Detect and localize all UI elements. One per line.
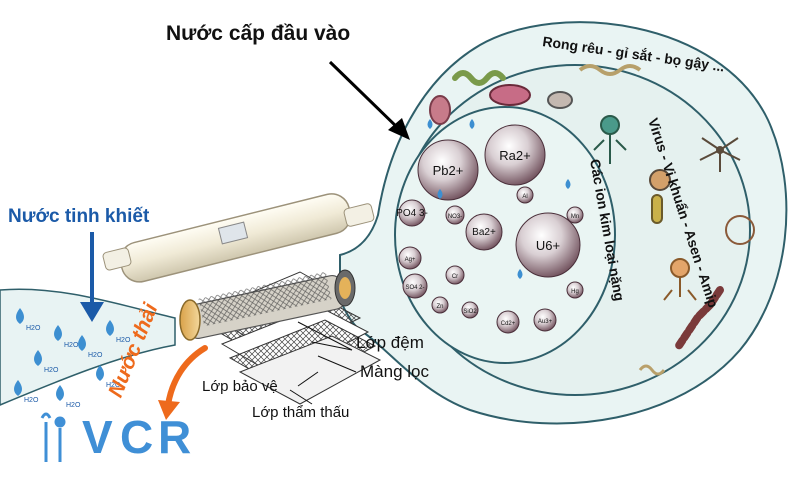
protect-leader	[297, 371, 319, 387]
ion-4: PO4 3-	[396, 199, 428, 227]
ion-13: Hg	[566, 281, 584, 299]
ion-3: Ba2+	[465, 213, 503, 251]
water-drop-icon: H2O	[78, 335, 103, 359]
ion-label: NO3-	[448, 214, 462, 220]
ion-circle	[484, 124, 546, 186]
ion-circle	[461, 301, 479, 319]
ion-circle	[398, 199, 426, 227]
ion-2: U6+	[515, 212, 581, 278]
ion-circle	[445, 205, 465, 225]
ion-label: Al	[522, 194, 527, 200]
buffer-leader	[297, 321, 353, 351]
ion-label: Zn	[436, 304, 443, 310]
membrane-leader	[317, 355, 357, 373]
water-drop-icon: H2O	[56, 385, 81, 409]
arrows	[80, 60, 410, 420]
ion-1: Ra2+	[484, 124, 546, 186]
logo-letter-v: V	[82, 411, 113, 463]
ion-circle	[566, 206, 584, 224]
ion-label: Au3+	[538, 319, 553, 325]
water-drop-label: H2O	[106, 382, 121, 389]
ion-label: Ra2+	[499, 148, 530, 163]
pure-water-stream	[0, 288, 176, 406]
water-drop-label: H2O	[66, 402, 81, 409]
pure-water-label: Nước tinh khiết	[8, 206, 150, 227]
ion-label: Cd2+	[501, 321, 516, 327]
ion-drop-icon	[565, 179, 571, 189]
ion-label: PO4 3-	[396, 208, 428, 219]
ion-circle	[417, 139, 479, 201]
ion-8: Au3+	[533, 308, 557, 332]
membrane-core-tube	[179, 269, 356, 341]
permeate-layer-label: Lớp thẩm thấu	[252, 404, 350, 421]
ion-label: SiO2	[463, 309, 477, 315]
ion-circle	[431, 296, 449, 314]
ion-6: Ag+	[398, 246, 422, 270]
pure-arrowhead	[80, 302, 104, 322]
water-drop-icon: H2O	[106, 320, 131, 344]
ion-11: SiO2	[461, 301, 479, 319]
water-drop-icon: H2O	[54, 325, 79, 349]
ion-label: Hg	[571, 289, 579, 295]
protect-layer-label: Lớp bảo vệ	[202, 378, 278, 395]
ion-14: Zn	[431, 296, 449, 314]
ion-circle	[516, 186, 534, 204]
water-drop-label: H2O	[116, 337, 131, 344]
ion-7: Cd2+	[496, 310, 520, 334]
ion-9: Cr	[445, 265, 465, 285]
ion-12: Al	[516, 186, 534, 204]
inlet-water-label: Nước cấp đầu vào	[166, 22, 351, 45]
ion-label: SO4 2-	[405, 285, 424, 291]
ion-label: Ba2+	[472, 227, 496, 238]
ion-5: SO4 2-	[402, 273, 428, 299]
ion-circle	[566, 281, 584, 299]
ion-15: Mn	[566, 206, 584, 224]
water-drop-label: H2O	[88, 352, 103, 359]
buffer-layer-label: Lớp đệm	[356, 333, 424, 352]
inlet-arrow	[328, 60, 402, 132]
inlet-arrowhead	[388, 118, 410, 140]
ion-circle	[515, 212, 581, 278]
ion-label: Cr	[452, 274, 458, 280]
membrane-label: Màng lọc	[360, 362, 429, 381]
ion-10: NO3-	[445, 205, 465, 225]
water-drop-icon: H2O	[16, 308, 41, 332]
water-drop-label: H2O	[64, 342, 79, 349]
ion-circle	[445, 265, 465, 285]
ion-circle	[402, 273, 428, 299]
ion-label: Pb2+	[433, 163, 464, 178]
microorganisms	[429, 64, 755, 376]
ion-label: U6+	[536, 238, 560, 253]
ion-drop-icon	[517, 269, 523, 279]
water-drop-label: H2O	[44, 367, 59, 374]
waste-arrowhead	[158, 400, 180, 420]
ion-drop-icon	[437, 189, 443, 199]
water-drop-icon: H2O	[96, 365, 121, 389]
ion-circle	[533, 308, 557, 332]
buffer-leader-2	[311, 341, 353, 351]
ro-cartridge	[102, 193, 375, 283]
water-drops: H2O H2O H2O H2O H2O H2O H2O H2O	[14, 308, 131, 409]
logo-letter-r: R	[158, 411, 192, 463]
water-drop-icon: H2O	[14, 380, 39, 404]
ion-circle	[465, 213, 503, 251]
logo-letter-c: C	[120, 411, 154, 463]
water-drop-icon: H2O	[34, 350, 59, 374]
permeate-leader	[289, 389, 313, 405]
ion-drop-icon	[427, 119, 433, 129]
logo-mark	[40, 412, 66, 462]
ion-label: Ag+	[405, 257, 416, 263]
vcr-logo: V C R	[38, 408, 198, 466]
water-drop-label: H2O	[24, 397, 39, 404]
waste-arrow	[165, 345, 208, 408]
ion-label: Mn	[571, 214, 579, 220]
ion-drop-icon	[469, 119, 475, 129]
water-drop-label: H2O	[26, 325, 41, 332]
ion-0: Pb2+	[417, 139, 479, 201]
ion-circle	[496, 310, 520, 334]
ions-layer: Pb2+ Ra2+ U6+ Ba2+ PO4 3- SO4 2- Ag+ Cd2+ Au3+ Cr…	[396, 119, 584, 334]
ion-circle	[398, 246, 422, 270]
